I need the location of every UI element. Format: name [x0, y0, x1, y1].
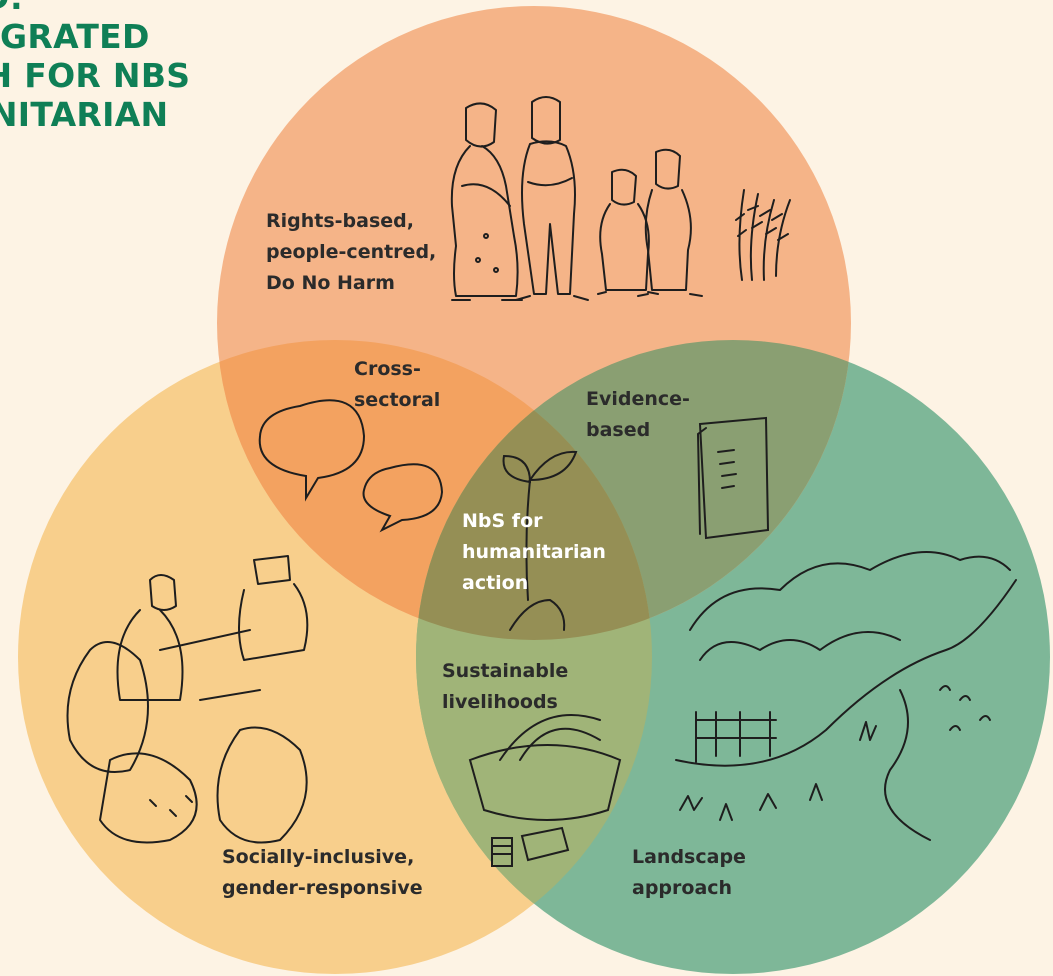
title-line-1: D: — [0, 0, 190, 17]
title-line-3: CH FOR NBS — [0, 56, 191, 95]
label-cross-sectoral: Cross- sectoral — [354, 358, 441, 411]
label-center-nbs: NbS for humanitarian action — [462, 510, 606, 594]
money-icon — [491, 826, 570, 867]
label-evidence-based: Evidence- based — [586, 388, 690, 441]
sprout-icon — [502, 450, 578, 631]
document-icon — [696, 416, 770, 540]
label-landscape-approach: Landscape approach — [632, 846, 746, 899]
overlap-center — [416, 340, 652, 640]
title-line-4: ANITARIAN — [0, 95, 169, 134]
group-discussion-sketch-icon — [66, 555, 309, 844]
people-sketch-icon — [450, 96, 791, 301]
page-title: D: GRATED CH FOR NBS ANITARIAN — [0, 0, 190, 134]
landscape-sketch-icon — [675, 551, 1017, 841]
title-line-2: GRATED — [0, 17, 150, 56]
label-rights-based: Rights-based, people-centred, Do No Harm — [266, 210, 437, 294]
label-socially-inclusive: Socially-inclusive, gender-responsive — [222, 846, 423, 899]
label-sustainable-livelihoods: Sustainable livelihoods — [442, 660, 569, 713]
harvest-basket-icon — [468, 714, 622, 821]
speech-bubbles-icon — [258, 399, 444, 533]
